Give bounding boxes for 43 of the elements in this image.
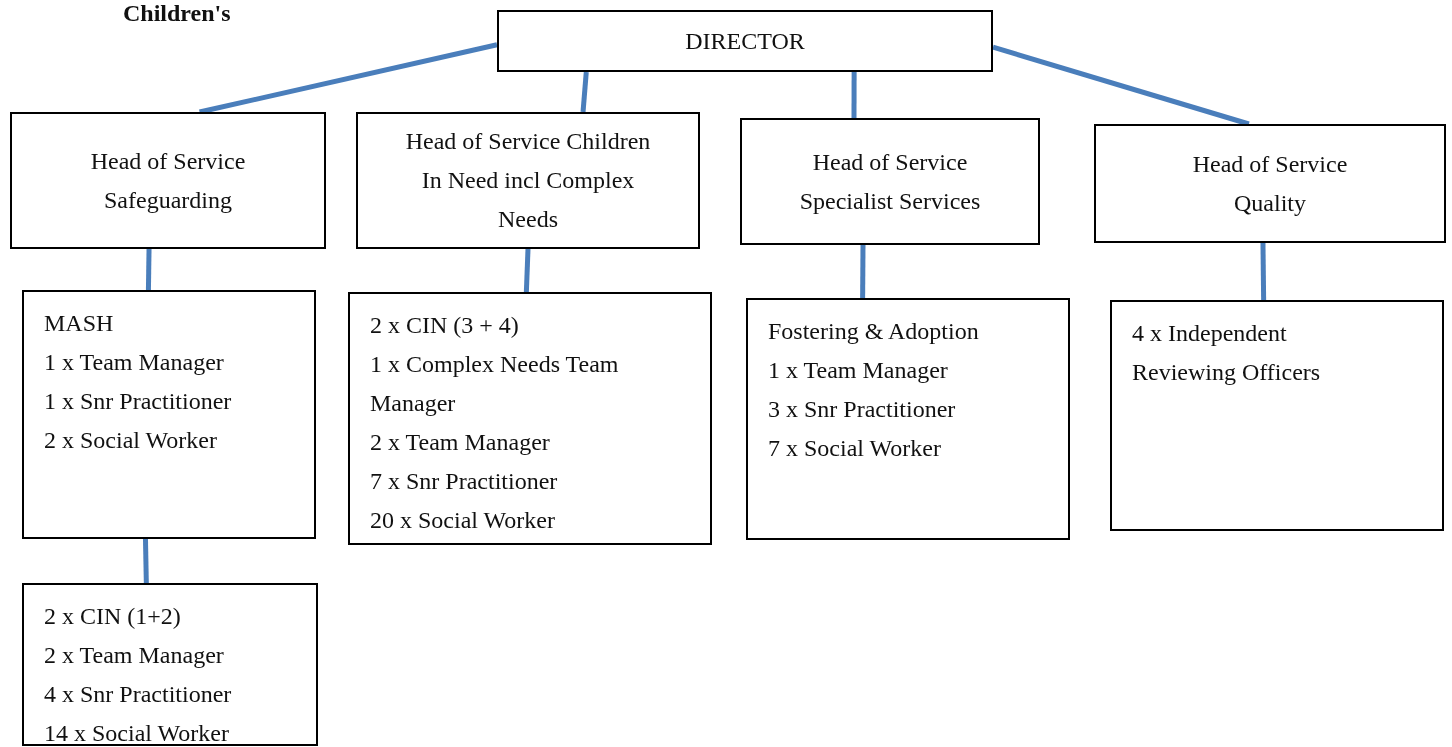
staff-line: 3 x Snr Practitioner bbox=[768, 395, 957, 424]
connector-line bbox=[992, 44, 1250, 127]
connector-line bbox=[860, 245, 866, 298]
staff-line: 1 x Snr Practitioner bbox=[44, 387, 233, 416]
staff-line: 14 x Social Worker bbox=[44, 719, 230, 747]
role-title: DIRECTOR bbox=[685, 27, 805, 55]
role-title: Head of Service Quality bbox=[1191, 149, 1349, 218]
staff-line: Fostering & Adoption bbox=[768, 317, 980, 346]
head-of-service-box bbox=[1094, 124, 1446, 243]
staff-line: 7 x Snr Practitioner bbox=[370, 467, 559, 496]
staff-line: 4 x Snr Practitioner bbox=[44, 680, 233, 709]
head-of-service-box bbox=[356, 112, 700, 249]
connector-line bbox=[143, 538, 149, 584]
team-box bbox=[1110, 300, 1444, 531]
staff-line: 20 x Social Worker bbox=[370, 506, 556, 535]
heading-fragment: Children's bbox=[123, 0, 231, 27]
staff-line: 4 x Independent Reviewing Officers bbox=[1132, 319, 1322, 387]
staff-line: 1 x Team Manager bbox=[768, 356, 949, 385]
connector-line bbox=[580, 71, 589, 113]
staff-line: 2 x Team Manager bbox=[370, 428, 551, 457]
team-box bbox=[22, 583, 318, 746]
connector-line bbox=[523, 248, 531, 293]
connector-line bbox=[1260, 242, 1267, 301]
head-of-service-box bbox=[10, 112, 326, 249]
team-box bbox=[348, 292, 712, 545]
staff-line: 2 x CIN (1+2) bbox=[44, 602, 182, 631]
staff-line: 2 x Social Worker bbox=[44, 426, 218, 455]
staff-line: 7 x Social Worker bbox=[768, 434, 942, 463]
connector-line bbox=[145, 248, 152, 291]
director-box bbox=[497, 10, 993, 72]
connector-line bbox=[851, 72, 857, 118]
team-box bbox=[22, 290, 316, 539]
role-title: Head of Service Children In Need incl Complex Needs bbox=[404, 127, 652, 234]
team-box bbox=[746, 298, 1070, 540]
connector-line bbox=[199, 42, 498, 115]
staff-line: 1 x Complex Needs Team Manager bbox=[370, 350, 620, 418]
staff-line: MASH bbox=[44, 309, 115, 338]
role-title: Head of Service Safeguarding bbox=[89, 146, 247, 215]
staff-line: 2 x CIN (3 + 4) bbox=[370, 311, 520, 340]
role-title: Head of Service Specialist Services bbox=[798, 147, 982, 216]
staff-line: 1 x Team Manager bbox=[44, 348, 225, 377]
staff-line: 2 x Team Manager bbox=[44, 641, 225, 670]
head-of-service-box bbox=[740, 118, 1040, 245]
